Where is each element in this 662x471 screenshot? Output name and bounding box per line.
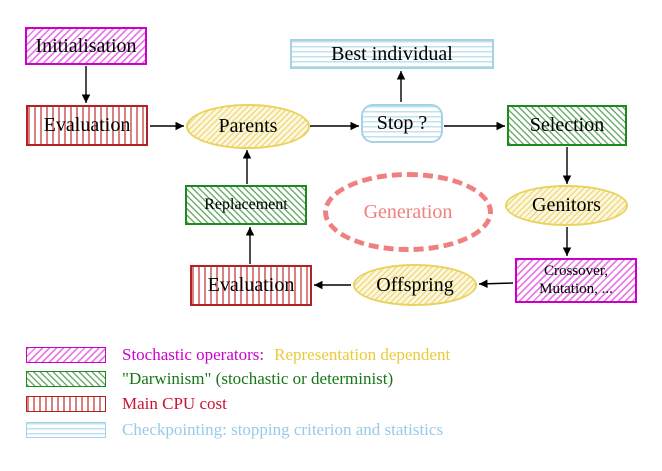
- legend-label-darwinism: "Darwinism" (stochastic or determinist): [122, 369, 394, 388]
- legend-row-darwinism: "Darwinism" (stochastic or determinist): [26, 369, 393, 389]
- node-crossover-line2: Mutation, ...: [539, 280, 613, 297]
- node-best-individual: Best individual: [290, 39, 494, 69]
- node-initialisation-label: Initialisation: [35, 34, 137, 57]
- legend-swatch-magenta-hatch: [26, 347, 106, 363]
- node-genitors-label: Genitors: [532, 194, 601, 216]
- node-evaluation-bottom-label: Evaluation: [207, 274, 295, 296]
- node-replacement: Replacement: [185, 185, 307, 225]
- node-replacement-label: Replacement: [204, 195, 288, 213]
- node-offspring-label: Offspring: [376, 273, 454, 296]
- node-initialisation: Initialisation: [25, 27, 147, 65]
- legend-swatch-red-stripes: [26, 396, 106, 412]
- node-stop: Stop ?: [361, 104, 443, 143]
- legend-label-stochastic: Stochastic operators:: [122, 345, 265, 364]
- node-evaluation-bottom: Evaluation: [190, 265, 312, 306]
- node-genitors: Genitors: [505, 185, 628, 226]
- node-stop-label: Stop ?: [376, 112, 428, 134]
- node-offspring: Offspring: [353, 264, 477, 306]
- legend-label-representation: Representation dependent: [274, 345, 451, 364]
- node-crossover-mutation: Crossover, Mutation, ...: [515, 258, 637, 303]
- generation-loop-ellipse: Generation: [323, 172, 493, 252]
- node-evaluation-top: Evaluation: [26, 105, 148, 146]
- legend-label-cpu-cost: Main CPU cost: [122, 394, 227, 413]
- legend-label-checkpointing: Checkpointing: stopping criterion and st…: [122, 420, 444, 439]
- node-parents-label: Parents: [218, 115, 278, 137]
- legend-row-checkpointing: Checkpointing: stopping criterion and st…: [26, 420, 443, 440]
- node-selection: Selection: [507, 105, 627, 146]
- legend-row-stochastic-operators: Stochastic operators: Representation dep…: [26, 345, 450, 365]
- legend-swatch-cyan-stripes: [26, 422, 106, 438]
- legend-row-cpu-cost: Main CPU cost: [26, 394, 227, 414]
- generation-label: Generation: [363, 200, 453, 223]
- node-best-individual-label: Best individual: [331, 42, 453, 65]
- node-crossover-line1: Crossover,: [544, 263, 608, 280]
- arrow-crossover_mutation-to-offspring: [478, 279, 514, 288]
- node-evaluation-top-label: Evaluation: [43, 114, 131, 136]
- node-selection-label: Selection: [529, 114, 605, 136]
- legend-swatch-green-hatch: [26, 371, 106, 387]
- node-parents: Parents: [186, 104, 310, 149]
